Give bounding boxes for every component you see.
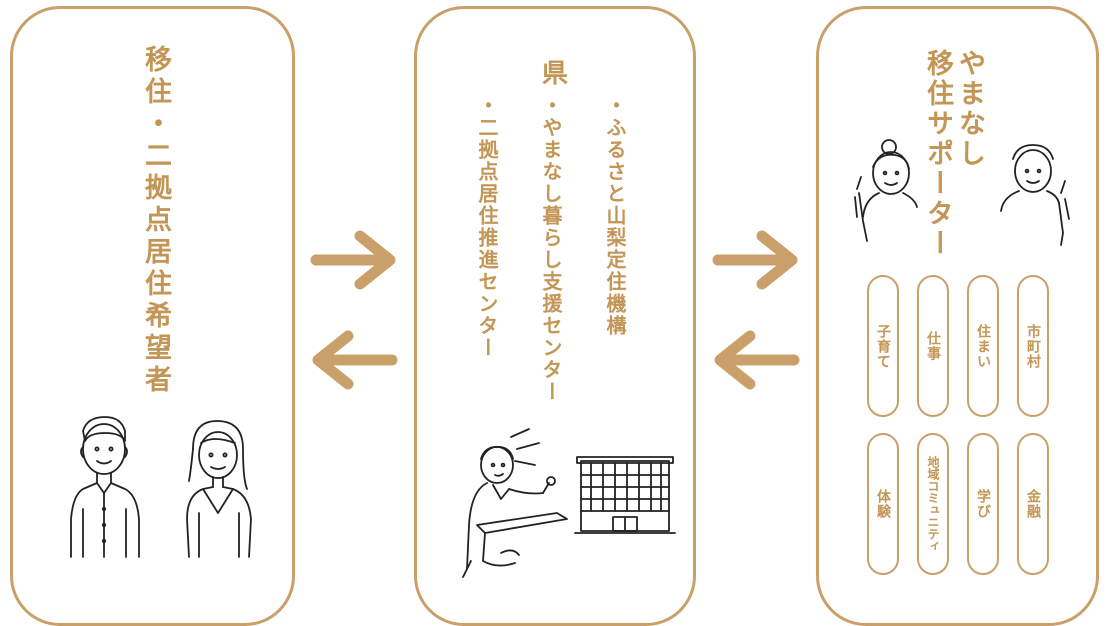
category-housing: 住まい [967,275,999,417]
org-furusato-yamanashi: ・ふるさと山梨定住機構 [603,95,627,337]
left-arrow-icon [312,330,398,390]
government-building-illustration [574,456,676,534]
supporters-panel: やまなし 移住サポーター 市町村 住まい 仕事 子育て 金融 学び [816,6,1099,626]
category-label: 住まい [975,323,991,369]
prefecture-panel: 県 ・ふるさと山梨定住機構 ・やまなし暮らし支援センター ・二拠点居住推進センタ… [414,6,696,626]
category-experience: 体験 [867,433,899,575]
supporters-title-line1: やまなし [954,49,985,169]
category-community: 地域コミュニティ [917,433,949,575]
right-arrow-icon [712,230,798,290]
category-label: 仕事 [925,331,941,361]
category-label: 学び [975,489,991,519]
category-learning: 学び [967,433,999,575]
supporter-woman-illustration [854,139,918,242]
category-label: 子育て [875,323,891,369]
category-label: 金融 [1025,489,1041,519]
category-childcare: 子育て [867,275,899,417]
seekers-couple-illustration [70,416,252,558]
category-label: 市町村 [1025,323,1041,369]
category-label: 体験 [875,489,891,519]
category-finance: 金融 [1017,433,1049,575]
supporters-title-line2: 移住サポーター [922,49,953,259]
prefecture-title: 県 [541,59,568,89]
staff-at-desk-illustration [462,428,568,578]
category-work: 仕事 [917,275,949,417]
right-arrow-icon [310,230,396,290]
category-label: 地域コミュニティ [926,456,940,552]
org-dual-residence-center: ・二拠点居住推進センター [475,95,499,359]
left-arrow-icon [714,330,800,390]
org-yamanashi-kurashi-center: ・やまなし暮らし支援センター [539,95,563,403]
category-municipality: 市町村 [1017,275,1049,417]
seeker-title: 移住・二拠点居住希望者 [140,45,171,397]
seeker-panel: 移住・二拠点居住希望者 [10,6,295,626]
supporter-man-illustration [1000,144,1070,246]
